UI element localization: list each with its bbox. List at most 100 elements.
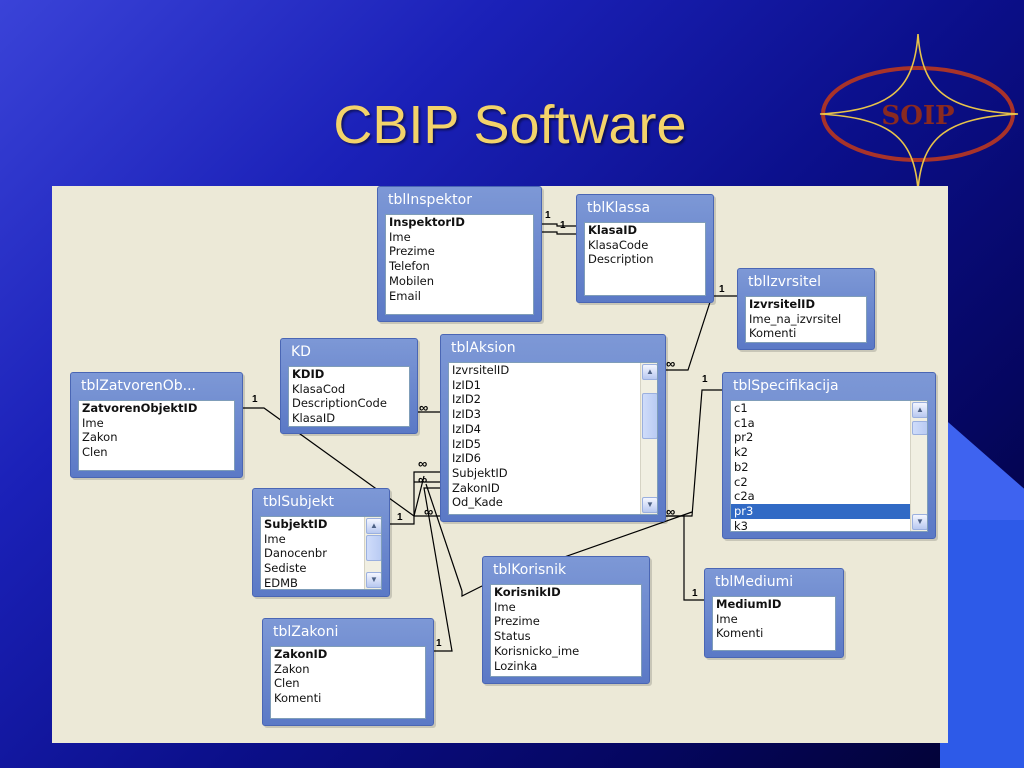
field[interactable]: IzvrsitelID: [452, 363, 510, 377]
field[interactable]: DescriptionCode: [292, 396, 387, 411]
field[interactable]: Sediste: [264, 561, 307, 576]
field[interactable]: Komenti: [749, 326, 797, 341]
field-primary-key[interactable]: InspektorID: [389, 215, 465, 229]
table-izvrsitel[interactable]: tblIzvrsitel IzvrsitelID Ime_na_izvrsite…: [737, 268, 875, 350]
field[interactable]: c2a: [734, 489, 755, 504]
scroll-up-icon[interactable]: ▲: [912, 402, 927, 418]
field[interactable]: IzID4: [452, 421, 481, 436]
table-inspektor[interactable]: tblInspektor InspektorID Ime Prezime Tel…: [377, 186, 542, 322]
table-title: tblMediumi: [715, 574, 794, 590]
table-title: tblSubjekt: [263, 494, 335, 510]
field[interactable]: Ime: [264, 531, 286, 546]
field[interactable]: c1a: [734, 415, 755, 430]
table-title: tblZakoni: [273, 624, 339, 640]
scrollbar[interactable]: ▲ ▼: [910, 401, 927, 531]
field-primary-key[interactable]: KorisnikID: [494, 585, 561, 599]
field[interactable]: KlasaID: [292, 411, 336, 426]
field[interactable]: Prezime: [389, 244, 435, 259]
field[interactable]: Ime: [389, 229, 411, 244]
field[interactable]: KlasaCod: [292, 381, 346, 396]
soip-logo: SOIP: [819, 33, 1019, 191]
field[interactable]: Komenti: [716, 626, 764, 641]
field[interactable]: Od_Kade: [452, 495, 503, 510]
field-primary-key[interactable]: KlasaID: [588, 223, 638, 237]
scroll-down-icon[interactable]: ▼: [366, 572, 381, 588]
table-korisnik[interactable]: tblKorisnik KorisnikID Ime Prezime Statu…: [482, 556, 650, 684]
table-mediumi[interactable]: tblMediumi MediumID Ime Komenti: [704, 568, 844, 658]
field-list: ZakonID Zakon Clen Komenti: [270, 646, 426, 719]
slide-title: CBIP Software: [333, 95, 687, 155]
field[interactable]: b2: [734, 459, 749, 474]
field[interactable]: IzID6: [452, 451, 481, 466]
scrollbar[interactable]: ▲ ▼: [640, 363, 657, 514]
rel-many-marker: ∞: [419, 400, 429, 415]
field[interactable]: SubjektID: [452, 465, 508, 480]
table-specifikacija[interactable]: tblSpecifikacija c1 c1a pr2 k2 b2 c2 c2a…: [722, 372, 936, 539]
scroll-thumb[interactable]: [366, 535, 381, 561]
field[interactable]: Ime: [82, 415, 104, 430]
field-list: KlasaID KlasaCode Description: [584, 222, 706, 296]
table-subjekt[interactable]: tblSubjekt SubjektID Ime Danocenbr Sedis…: [252, 488, 390, 597]
field[interactable]: Korisnicko_ime: [494, 643, 580, 658]
field[interactable]: Clen: [82, 445, 108, 460]
scroll-down-icon[interactable]: ▼: [642, 497, 657, 513]
field-selected[interactable]: pr3: [731, 503, 927, 519]
field-primary-key[interactable]: IzvrsitelID: [749, 297, 815, 311]
field[interactable]: IzID5: [452, 436, 481, 451]
table-kd[interactable]: KD KDID KlasaCod DescriptionCode KlasaID: [280, 338, 418, 434]
field-list: IzvrsitelID IzID1 IzID2 IzID3 IzID4 IzID…: [448, 362, 658, 515]
field[interactable]: Prezime: [494, 614, 540, 629]
field[interactable]: Description: [588, 252, 654, 267]
field-primary-key[interactable]: ZatvorenObjektID: [82, 401, 198, 415]
field[interactable]: IzID2: [452, 392, 481, 407]
field-primary-key[interactable]: SubjektID: [264, 517, 328, 531]
field[interactable]: Clen: [274, 676, 300, 691]
field[interactable]: Lozinka: [494, 658, 538, 673]
field[interactable]: k3: [734, 518, 748, 532]
field[interactable]: Komenti: [274, 691, 322, 706]
scroll-up-icon[interactable]: ▲: [642, 364, 657, 380]
field[interactable]: KlasaCode: [588, 237, 649, 252]
field[interactable]: EDMB: [264, 575, 298, 590]
field[interactable]: Email: [389, 288, 421, 303]
rel-many-marker: ∞: [418, 472, 428, 487]
field[interactable]: Zakon: [82, 430, 118, 445]
field[interactable]: Zakon: [274, 661, 310, 676]
field[interactable]: Telefon: [389, 259, 430, 274]
field-primary-key[interactable]: ZakonID: [274, 647, 328, 661]
table-aksion[interactable]: tblAksion IzvrsitelID IzID1 IzID2 IzID3 …: [440, 334, 666, 522]
field-primary-key[interactable]: MediumID: [716, 597, 782, 611]
field[interactable]: pr2: [734, 430, 754, 445]
field[interactable]: c1: [734, 401, 748, 415]
field[interactable]: ZakonID: [452, 480, 500, 495]
field-list: KorisnikID Ime Prezime Status Korisnicko…: [490, 584, 642, 677]
scroll-thumb[interactable]: [642, 393, 657, 439]
field-list: IzvrsitelID Ime_na_izvrsitel Komenti: [745, 296, 867, 343]
field[interactable]: Danocenbr: [264, 546, 327, 561]
scroll-down-icon[interactable]: ▼: [912, 514, 927, 530]
field[interactable]: Mobilen: [389, 273, 435, 288]
field-list: ZatvorenObjektID Ime Zakon Clen: [78, 400, 235, 471]
field-list: InspektorID Ime Prezime Telefon Mobilen …: [385, 214, 534, 315]
scroll-thumb[interactable]: [912, 421, 927, 435]
field[interactable]: IzID1: [452, 377, 481, 392]
background-decoration-bar: [940, 520, 1024, 768]
rel-one-marker: 1: [436, 638, 442, 649]
field[interactable]: c2: [734, 474, 748, 489]
field[interactable]: Ime: [494, 599, 516, 614]
table-title: tblSpecifikacija: [733, 378, 839, 394]
table-zatvoren[interactable]: tblZatvorenOb... ZatvorenObjektID Ime Za…: [70, 372, 243, 478]
scroll-up-icon[interactable]: ▲: [366, 518, 381, 534]
field-primary-key[interactable]: KDID: [292, 367, 325, 381]
field-list: KDID KlasaCod DescriptionCode KlasaID: [288, 366, 410, 427]
table-zakoni[interactable]: tblZakoni ZakonID Zakon Clen Komenti: [262, 618, 434, 726]
field[interactable]: Ime: [716, 611, 738, 626]
field[interactable]: Status: [494, 629, 531, 644]
table-klassa[interactable]: tblKlassa KlasaID KlasaCode Description: [576, 194, 714, 303]
field[interactable]: k2: [734, 445, 748, 460]
field[interactable]: IzID3: [452, 407, 481, 422]
scrollbar[interactable]: ▲ ▼: [364, 517, 381, 589]
rel-one-marker: 1: [545, 210, 551, 221]
table-title: tblKlassa: [587, 200, 651, 216]
field[interactable]: Ime_na_izvrsitel: [749, 311, 842, 326]
